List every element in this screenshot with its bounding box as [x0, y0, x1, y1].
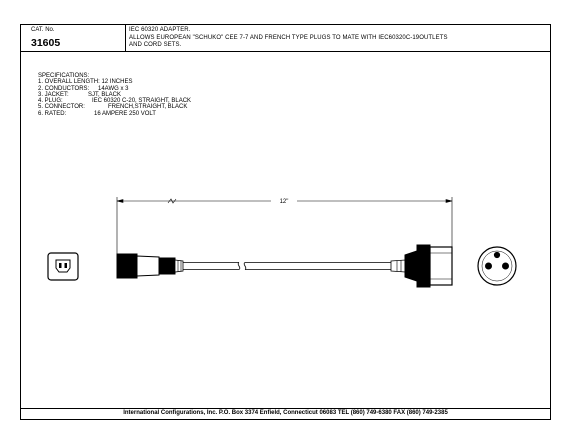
spec-label: 5. CONNECTOR:: [38, 104, 85, 111]
dimension-label: 12": [280, 199, 289, 205]
drawing-sheet: CAT. No. 31605 IEC 60320 ADAPTER. ALLOWS…: [20, 24, 551, 420]
c20-plug-side-view: [116, 253, 184, 279]
spec-value: IEC 60320 C-20, STRAIGHT, BLACK: [92, 98, 192, 105]
spec-value: 14AWG x 3: [98, 85, 129, 92]
catalog-cell: CAT. No. 31605: [21, 25, 126, 51]
spec-value: FRENCH,STRAIGHT, BLACK: [108, 104, 188, 111]
spec-label: 6. RATED:: [38, 110, 67, 117]
c20-plug-face-view: [47, 252, 79, 281]
spec-label: 1. OVERALL LENGTH: 12 INCHES: [38, 79, 133, 86]
title-block: CAT. No. 31605 IEC 60320 ADAPTER. ALLOWS…: [21, 25, 550, 52]
company-footer: International Configurations, Inc. P.O. …: [123, 410, 448, 416]
spec-label: 4. PLUG:: [38, 98, 63, 105]
spec-value: SJT, BLACK: [88, 91, 122, 98]
french-connector-face-view: [477, 246, 517, 286]
description-line: ALLOWS EUROPEAN "SCHUKO" CEE 7-7 AND FRE…: [129, 34, 448, 41]
description-line: AND CORD SETS.: [129, 42, 182, 48]
spec-heading-text: SPECIFICATIONS:: [38, 73, 90, 79]
catalog-label: CAT. No.: [31, 27, 55, 33]
spec-label: 3. JACKET:: [38, 91, 69, 98]
spec-label: 2. CONDUCTORS:: [38, 85, 90, 92]
footer-divider: [21, 408, 550, 409]
spec-value: 16 AMPERE 250 VOLT: [94, 110, 156, 117]
cord-drawing: 12": [47, 197, 517, 288]
catalog-number: 31605: [31, 37, 61, 49]
product-description: IEC 60320 ADAPTER. ALLOWS EUROPEAN "SCHU…: [129, 27, 549, 50]
french-connector-side-view: [390, 244, 453, 288]
description-line: IEC 60320 ADAPTER.: [129, 27, 191, 33]
cable-jacket: [183, 262, 391, 270]
